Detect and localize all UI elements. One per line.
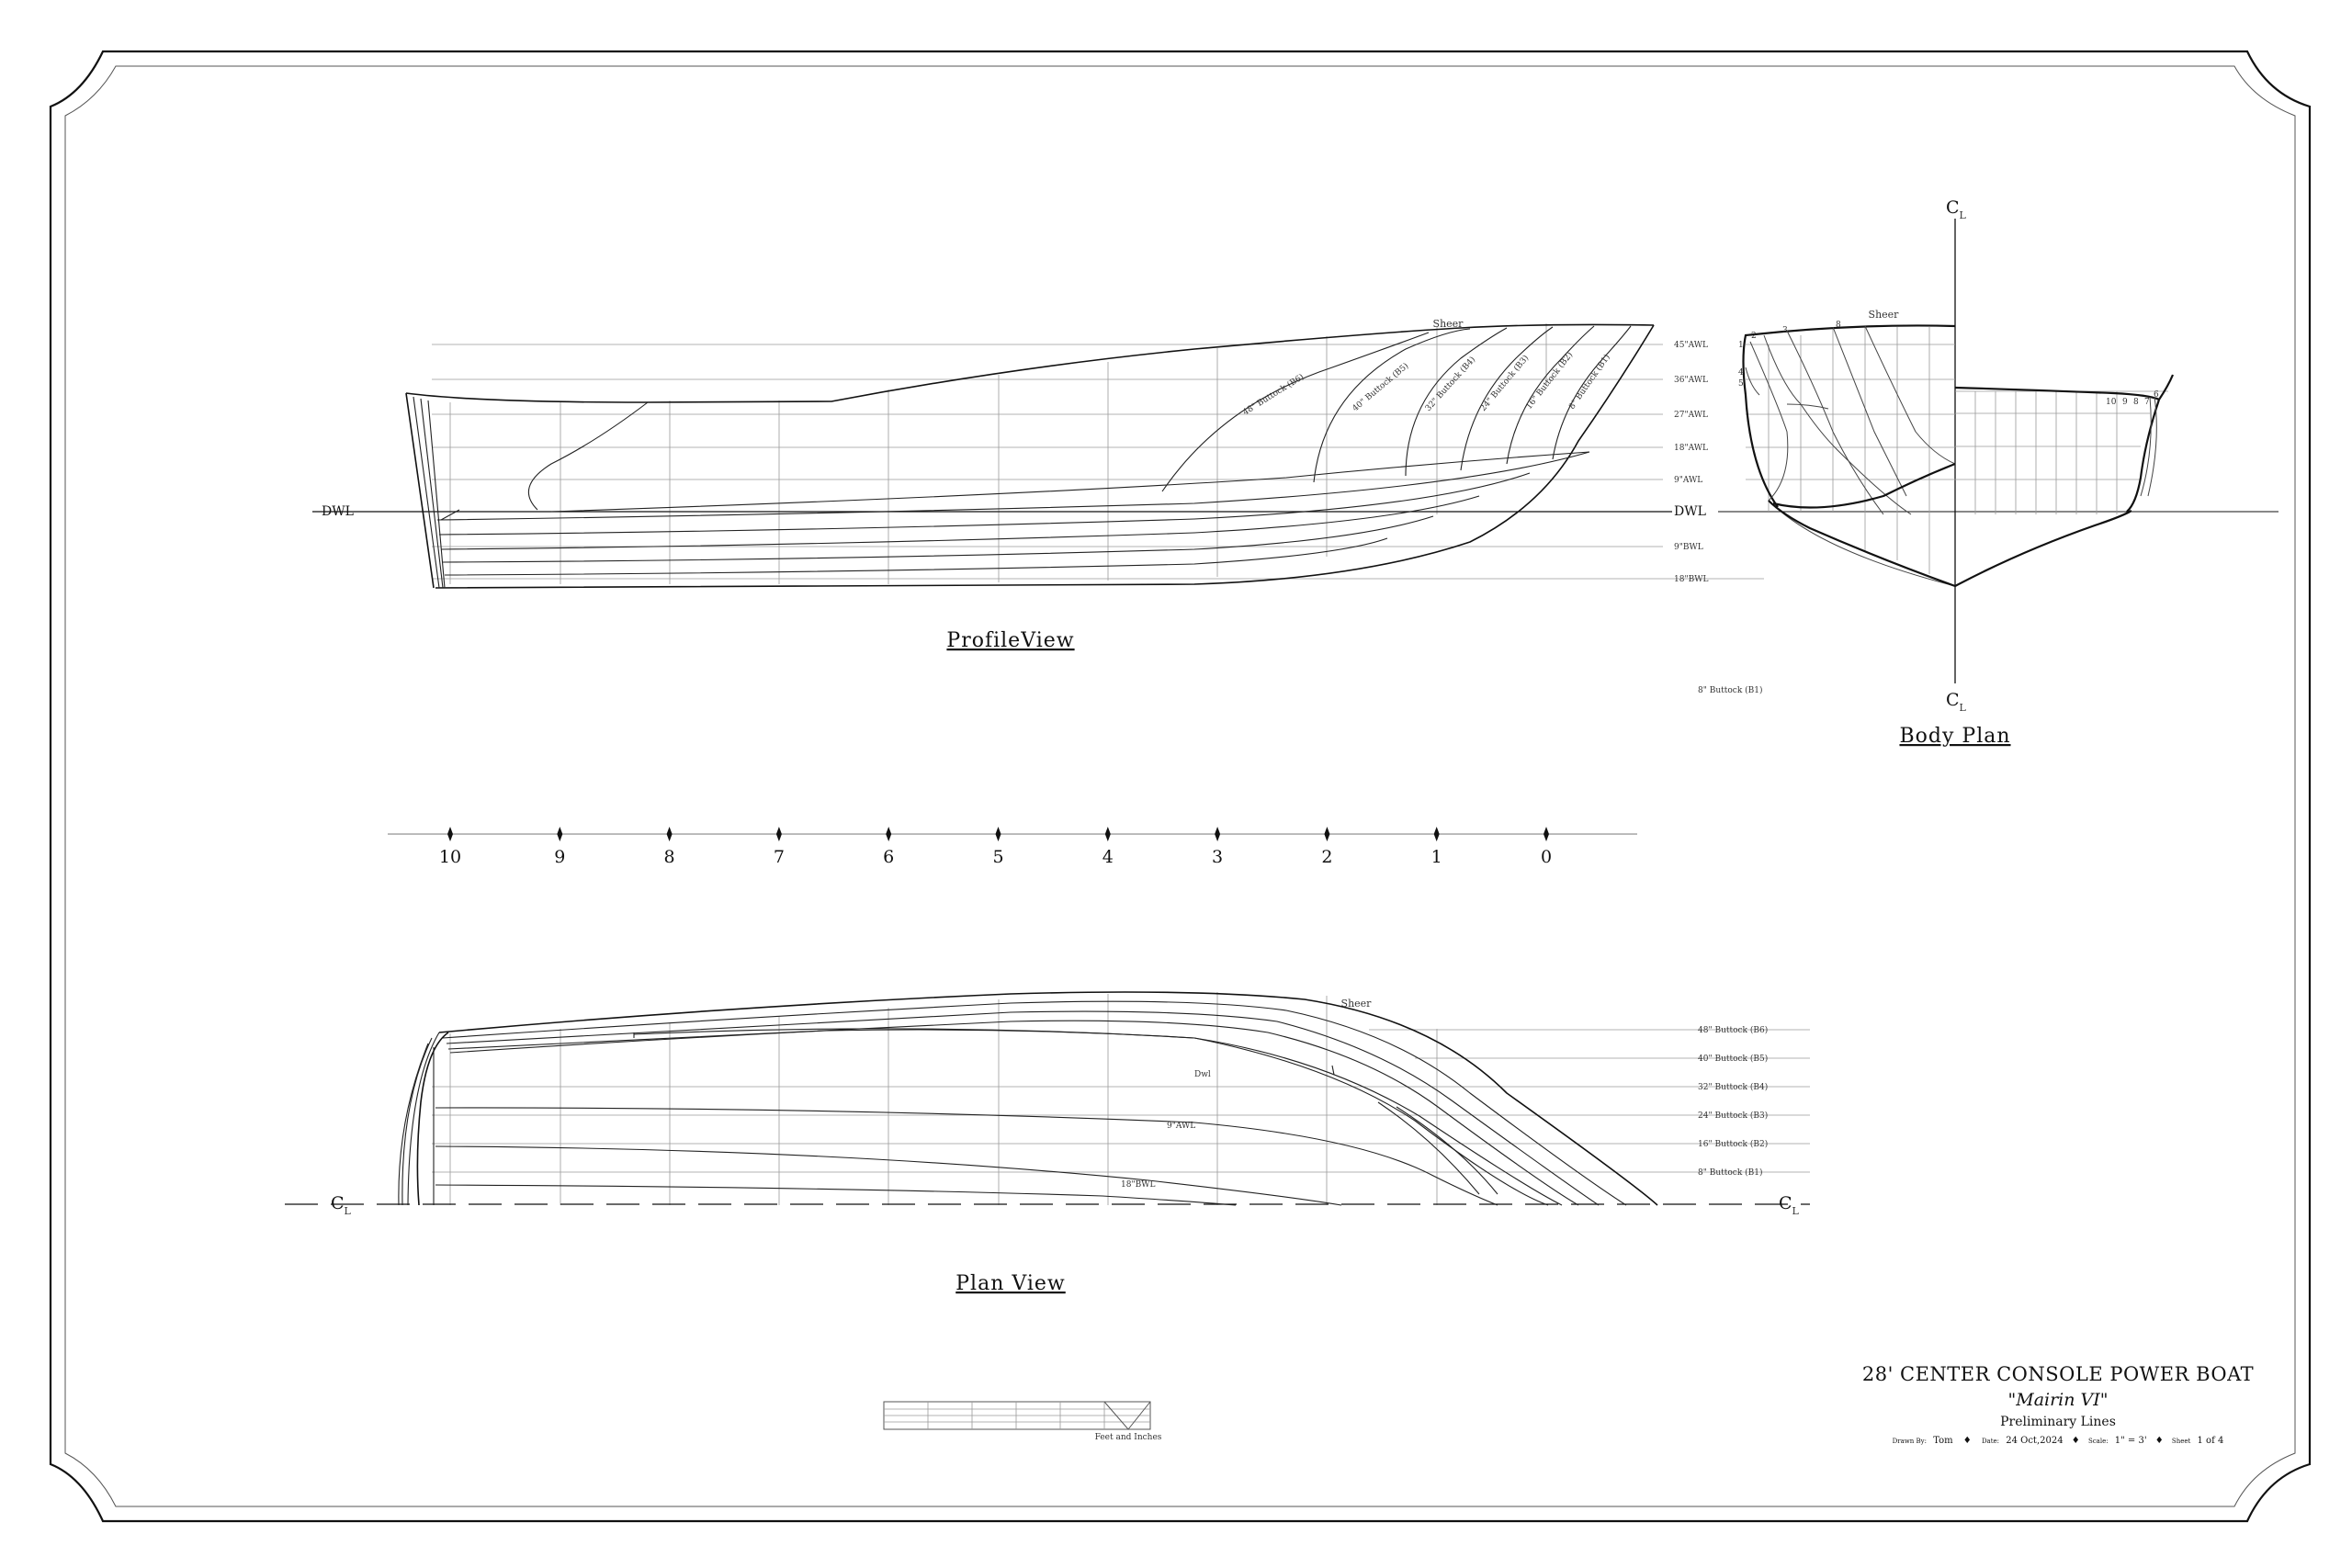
body-st-4: 4 [1738, 368, 1744, 378]
plan-buttock-b4: 32" Buttock (B4) [1698, 1082, 1768, 1092]
body-st-6: 6 [2154, 390, 2159, 400]
station-number: 4 [1102, 847, 1114, 867]
plan-cl-right: CL [1779, 1193, 1800, 1217]
wl-label-9: 9"AWL [1674, 476, 1702, 485]
body-cl-bottom: CL [1946, 690, 1967, 714]
plan-station-grid [449, 992, 1438, 1205]
station-mark [447, 827, 453, 841]
station-number: 9 [554, 847, 565, 867]
profile-view-title: ProfileView [946, 629, 1074, 652]
profile-dwl-label: DWL [322, 504, 354, 519]
plan-buttock-labels: 48" Buttock (B6) 40" Buttock (B5) 32" Bu… [1698, 1025, 1768, 1178]
plan-view-title: Plan View [956, 1272, 1066, 1295]
wl-label-dwl: DWL [1674, 504, 1706, 519]
station-mark [775, 827, 782, 841]
station-mark [1104, 827, 1111, 841]
buttock-label-b2: 16" Buttock (B2) [1524, 350, 1576, 412]
body-st-10: 10 [2106, 398, 2117, 407]
body-st-3: 3 [1782, 326, 1788, 335]
plan-view: Sheer Dwl 9"AWL 18"BWL 48" Buttock (B6) … [285, 991, 1810, 1295]
plan-buttock-b5: 40" Buttock (B5) [1698, 1054, 1768, 1064]
plan-buttock-grid [432, 1029, 1810, 1173]
wl-label-18b: 18"BWL [1674, 575, 1708, 584]
plan-dwl-label: Dwl [1194, 1070, 1211, 1079]
station-number: 6 [883, 847, 894, 867]
station-mark [557, 827, 563, 841]
profile-waterline-grid [312, 344, 1764, 580]
body-st-5: 5 [1738, 379, 1744, 389]
station-number: 1 [1431, 847, 1442, 867]
station-mark [886, 827, 892, 841]
body-sheer-label: Sheer [1869, 309, 1900, 321]
sheet-border [49, 50, 2312, 1523]
station-number: 3 [1212, 847, 1223, 867]
station-number: 0 [1541, 847, 1552, 867]
scale-bar-label: Feet and Inches [1095, 1433, 1162, 1442]
profile-station-grid [449, 323, 1547, 584]
wl-label-27: 27"AWL [1674, 411, 1708, 420]
station-number: 2 [1321, 847, 1332, 867]
station-mark [1215, 827, 1221, 841]
plan-buttock-b1: 8" Buttock (B1) [1698, 1168, 1763, 1178]
body-plan: 1 2 3 4 5 8 10 9 8 7 6 Sheer CL CL Body … [1718, 197, 2278, 748]
plan-buttock-b6: 48" Buttock (B6) [1698, 1025, 1768, 1035]
profile-stem [435, 324, 1655, 589]
body-plan-title: Body Plan [1899, 725, 2010, 748]
wl-label-36: 36"AWL [1674, 376, 1708, 385]
buttock-note: 8" Buttock (B1) [1698, 685, 1763, 695]
plan-wl2-label: 18"BWL [1121, 1180, 1155, 1190]
title-block-boat-name: "Mairin VI" [2008, 1390, 2109, 1410]
station-number: 8 [664, 847, 675, 867]
scale-bar: Feet and Inches [883, 1401, 1162, 1442]
buttock-label-b3: 24" Buttock (B3) [1478, 353, 1531, 412]
wl-label-18: 18"AWL [1674, 444, 1708, 453]
wl-label-45: 45"AWL [1674, 341, 1708, 350]
plan-sheer-label: Sheer [1341, 998, 1373, 1010]
profile-sheer-line [405, 323, 1655, 403]
title-block: 28' CENTER CONSOLE POWER BOAT "Mairin VI… [1862, 1363, 2254, 1446]
station-number: 5 [992, 847, 1003, 867]
body-st-8: 8 [2133, 398, 2139, 407]
station-mark [1433, 827, 1440, 841]
profile-buttock-lines [1161, 325, 1632, 492]
buttock-label-b4: 32" Buttock (B4) [1423, 355, 1477, 413]
body-plan-grid [1746, 327, 2168, 574]
profile-view: DWL Sheer 45"AWL 36"AWL 27"AWL 18"AWL 9"… [312, 318, 1764, 695]
profile-waterline-labels: 45"AWL 36"AWL 27"AWL 18"AWL 9"AWL DWL 9"… [1674, 341, 1708, 584]
plan-wl1-label: 9"AWL [1167, 1122, 1195, 1131]
plan-cl-left: CL [331, 1193, 352, 1217]
profile-buttock-labels: 48" Buttock (B6) 40" Buttock (B5) 32" Bu… [1241, 350, 1612, 418]
body-st-7: 7 [2144, 398, 2150, 407]
body-st-2: 2 [1751, 332, 1757, 341]
body-st-9: 9 [2122, 398, 2128, 407]
title-block-title: 28' CENTER CONSOLE POWER BOAT [1862, 1363, 2254, 1385]
station-mark [995, 827, 1001, 841]
profile-sheer-label: Sheer [1433, 318, 1464, 330]
plan-sheer-line [438, 991, 1658, 1206]
body-st-1: 1 [1738, 341, 1744, 350]
station-number: 7 [774, 847, 785, 867]
wl-label-9b: 9"BWL [1674, 543, 1703, 552]
title-block-info: Drawn By: Tom ♦ Date: 24 Oct,2024 ♦ Scal… [1893, 1436, 2224, 1446]
plan-transom [416, 1032, 449, 1206]
plan-buttock-b3: 24" Buttock (B3) [1698, 1111, 1768, 1121]
profile-transom [405, 392, 435, 589]
buttock-label-b6: 48" Buttock (B6) [1241, 372, 1306, 418]
title-block-subtitle: Preliminary Lines [2000, 1415, 2116, 1429]
station-mark [1544, 827, 1549, 841]
buttock-label-b5: 40" Buttock (B5) [1351, 361, 1410, 413]
profile-deck-curve [528, 401, 649, 511]
body-st-8-label: 8 [1836, 321, 1841, 330]
station-mark [1324, 827, 1330, 841]
plan-buttock-b2: 16" Buttock (B2) [1698, 1139, 1768, 1149]
station-number: 10 [439, 847, 461, 867]
station-mark [666, 827, 673, 841]
body-cl-top: CL [1946, 197, 1967, 221]
